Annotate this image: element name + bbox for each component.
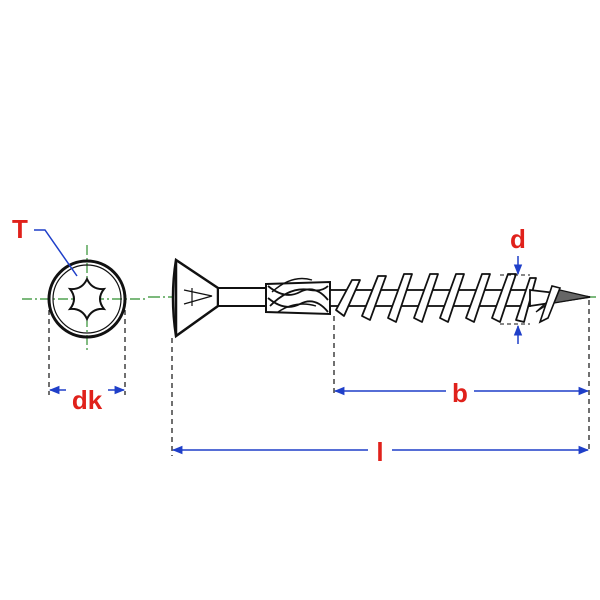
drive-label: T — [12, 214, 28, 244]
total-length-label: l — [376, 437, 383, 467]
drive-leader-line — [34, 229, 78, 277]
thread-flights — [335, 273, 537, 323]
thread-length-label: b — [452, 378, 468, 408]
thread-length-dimension: b — [333, 300, 590, 452]
torx-recess-icon — [67, 276, 107, 322]
tip-thread-flight — [538, 285, 562, 324]
head-outer-circle — [47, 259, 127, 339]
screw-side-view — [148, 257, 596, 339]
head-recess-detail — [183, 288, 213, 306]
smooth-shank — [217, 287, 267, 307]
countersunk-head — [171, 257, 220, 339]
head-inner-circle — [52, 264, 122, 334]
head-diameter-label: dk — [72, 385, 103, 415]
head-diameter-dimension: dk — [48, 310, 126, 415]
total-length-dimension: l — [171, 338, 590, 467]
reamer-section — [265, 277, 331, 316]
head-top-view — [22, 245, 145, 353]
thread-diameter-label: d — [510, 224, 526, 254]
thread-diameter-dimension: d — [500, 224, 530, 344]
drive-callout: T — [12, 214, 78, 277]
